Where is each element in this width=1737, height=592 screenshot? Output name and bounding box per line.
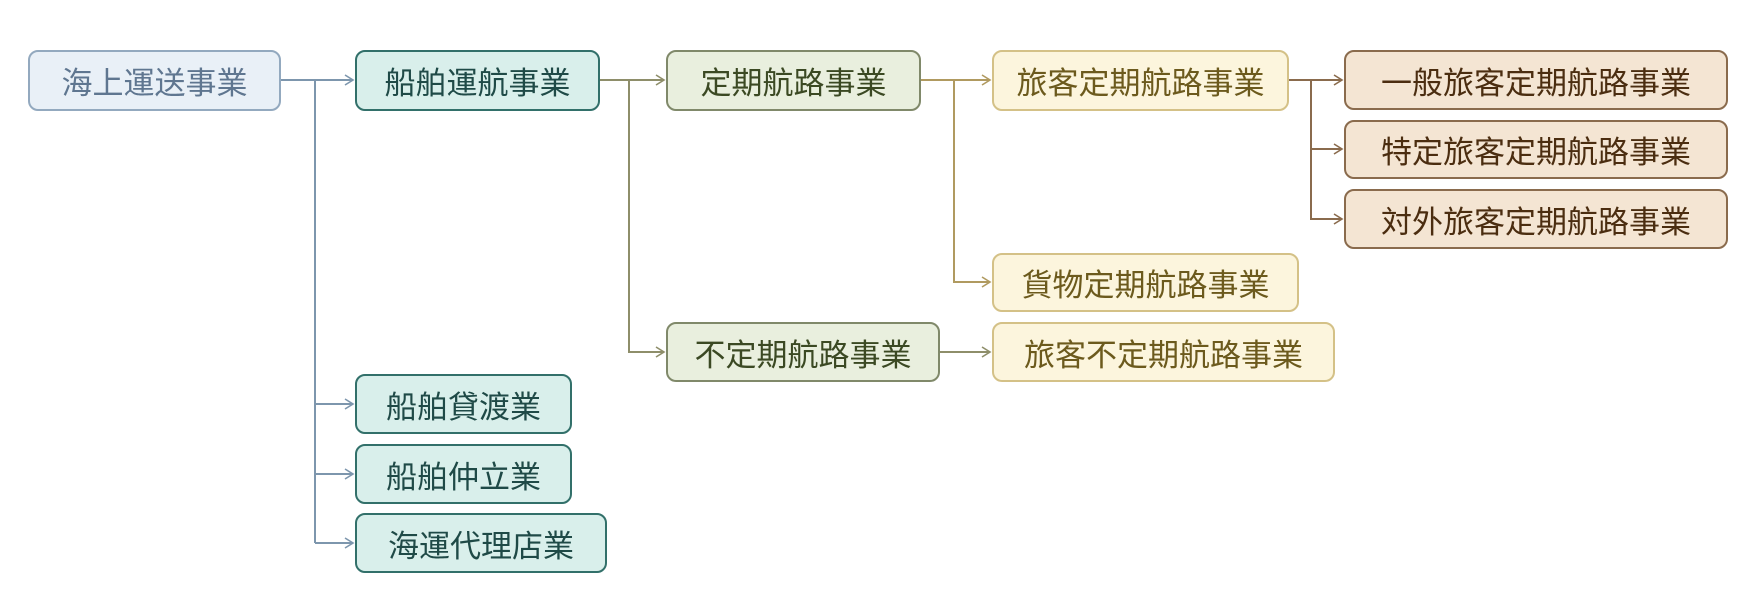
scheduled-connectors — [921, 74, 992, 288]
node-external-passenger-scheduled: 対外旅客定期航路事業 — [1344, 189, 1728, 249]
operation-connectors — [600, 74, 992, 358]
node-scheduled: 定期航路事業 — [666, 50, 921, 111]
node-shipping-agency: 海運代理店業 — [355, 513, 607, 573]
node-cargo-scheduled: 貨物定期航路事業 — [992, 253, 1299, 312]
node-unscheduled: 不定期航路事業 — [666, 322, 940, 382]
passenger-connectors — [1289, 74, 1344, 225]
node-ship-brokerage: 船舶仲立業 — [355, 444, 572, 504]
node-passenger-unscheduled: 旅客不定期航路事業 — [992, 322, 1335, 382]
node-passenger-scheduled: 旅客定期航路事業 — [992, 50, 1289, 111]
node-ship-operation: 船舶運航事業 — [355, 50, 600, 111]
node-specific-passenger-scheduled: 特定旅客定期航路事業 — [1344, 120, 1728, 179]
node-ship-leasing: 船舶貸渡業 — [355, 374, 572, 434]
root-connectors — [281, 74, 355, 549]
node-root: 海上運送事業 — [28, 50, 281, 111]
node-general-passenger-scheduled: 一般旅客定期航路事業 — [1344, 50, 1728, 110]
